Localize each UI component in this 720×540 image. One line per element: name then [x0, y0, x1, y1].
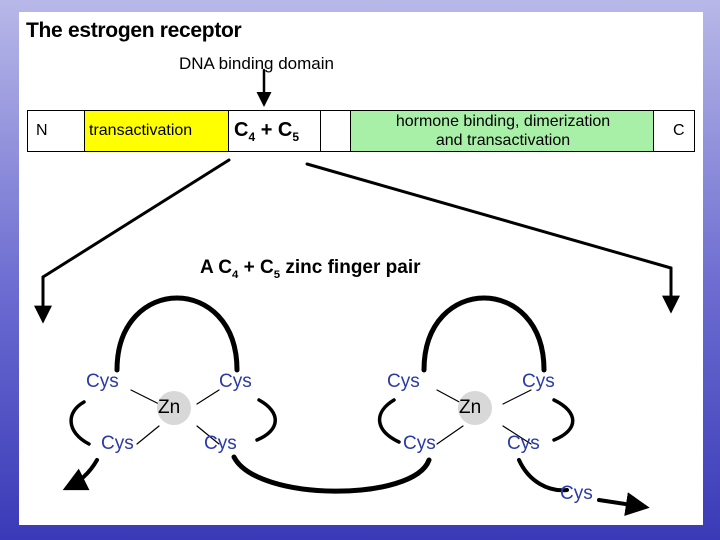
finger-2-right-bracket [552, 398, 575, 442]
dna-binding-domain-label: DNA binding domain [179, 54, 334, 73]
n-terminal-tail [62, 458, 99, 491]
finger-1-loop [114, 295, 240, 373]
c-terminus-label: C [673, 122, 685, 139]
n-terminus-label: N [36, 122, 48, 139]
c-terminal-arrow [597, 492, 650, 516]
slide-canvas: The estrogen receptor DNA binding domain… [19, 12, 703, 525]
cys-label: Cys [560, 483, 593, 504]
zinc-label-1: Zn [158, 397, 181, 418]
dna-binding-segment: C4 + C5 [229, 111, 321, 151]
cys-label: Cys [204, 433, 237, 454]
finger-1-left-bracket [69, 400, 91, 446]
finger-2-left-bracket [377, 398, 401, 444]
zinc-ion-1 [157, 391, 191, 425]
transactivation-label: transactivation [89, 122, 193, 139]
cys-label: Cys [507, 433, 540, 454]
cys-label: Cys [522, 371, 555, 392]
cys-label: Cys [219, 371, 252, 392]
expansion-line-right [305, 162, 673, 270]
cys-label: Cys [101, 433, 134, 454]
slide-title: The estrogen receptor [26, 19, 242, 42]
zinc-label-2: Zn [459, 397, 482, 418]
zinc-ion-2 [458, 391, 492, 425]
zinc-finger-diagram [34, 68, 680, 516]
transactivation-segment: transactivation [84, 111, 229, 151]
dbd-formula-label: C4 + C5 [234, 119, 300, 144]
c-terminal-tail [517, 458, 569, 493]
finger-1-right-bracket [255, 398, 277, 442]
finger-2-loop [421, 295, 547, 373]
cys-label: Cys [387, 371, 420, 392]
zinc-finger-pair-title: A C4 + C5 zinc finger pair [200, 257, 421, 281]
inter-finger-linker [231, 454, 432, 494]
receptor-domain-bar: N transactivation C4 + C5 hormone bindin… [27, 110, 695, 152]
expansion-line-left [41, 158, 231, 279]
cys-label: Cys [403, 433, 436, 454]
cys-label: Cys [86, 371, 119, 392]
